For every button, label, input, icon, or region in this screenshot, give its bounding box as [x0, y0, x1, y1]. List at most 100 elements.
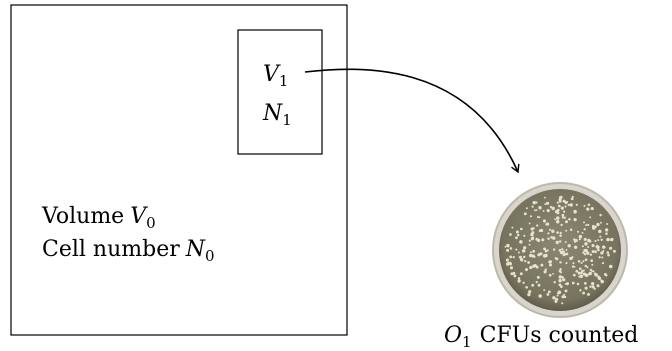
- colony: [527, 261, 530, 264]
- colony: [554, 299, 558, 303]
- colony: [562, 210, 566, 213]
- colony: [584, 264, 588, 268]
- colony: [599, 213, 602, 217]
- colony: [579, 289, 582, 292]
- colony: [600, 238, 603, 241]
- colony: [532, 201, 536, 205]
- colony: [591, 250, 595, 253]
- colony: [541, 238, 545, 242]
- colony: [540, 228, 544, 233]
- colony: [534, 209, 536, 212]
- colony: [599, 235, 602, 238]
- colony: [602, 250, 605, 252]
- colony: [538, 205, 542, 210]
- colony: [513, 274, 517, 278]
- colony: [580, 261, 583, 265]
- colony: [520, 258, 524, 262]
- colony: [515, 236, 518, 240]
- colony: [546, 208, 550, 213]
- colony: [552, 272, 554, 275]
- colony: [571, 281, 575, 285]
- colony: [586, 251, 590, 255]
- colony: [532, 264, 536, 268]
- colony: [558, 283, 562, 287]
- colony: [593, 287, 596, 290]
- colony: [552, 248, 556, 251]
- colony: [606, 237, 610, 242]
- colony: [578, 267, 582, 271]
- colony: [587, 292, 590, 296]
- colony: [574, 238, 578, 243]
- colony: [561, 248, 564, 251]
- colony: [523, 246, 527, 250]
- colony: [546, 201, 550, 205]
- sample-box: [237, 29, 323, 155]
- colony: [581, 245, 584, 248]
- colony: [515, 248, 518, 251]
- colony: [591, 282, 595, 286]
- colony: [510, 272, 514, 276]
- colony: [504, 245, 507, 248]
- colony: [548, 273, 552, 277]
- colony: [536, 224, 539, 227]
- colony: [548, 260, 551, 264]
- colony: [591, 285, 595, 289]
- colony: [544, 268, 547, 271]
- colony: [609, 246, 613, 250]
- colony: [584, 242, 588, 246]
- colony: [559, 268, 562, 271]
- colony: [542, 219, 547, 223]
- colony: [538, 294, 542, 298]
- colony: [536, 216, 540, 219]
- colony: [567, 203, 570, 207]
- colony: [573, 245, 578, 249]
- colony: [552, 296, 556, 300]
- colony: [519, 272, 523, 276]
- colony: [572, 262, 575, 265]
- colony: [540, 263, 544, 267]
- colony: [523, 234, 526, 237]
- colony: [604, 228, 609, 232]
- colony: [559, 196, 563, 200]
- colony: [559, 231, 562, 235]
- colony: [561, 302, 564, 305]
- colony: [562, 278, 566, 282]
- colony: [589, 216, 592, 219]
- colony: [561, 216, 564, 219]
- colony: [564, 282, 567, 285]
- colony: [527, 292, 531, 297]
- colony: [581, 231, 584, 234]
- colony: [547, 290, 551, 294]
- colony: [530, 251, 532, 254]
- colony: [522, 255, 526, 259]
- colony: [558, 275, 563, 279]
- colony: [592, 226, 596, 230]
- colony: [517, 277, 521, 280]
- colony: [543, 270, 547, 274]
- colony: [563, 295, 567, 299]
- colony: [591, 244, 595, 248]
- colony: [561, 295, 565, 299]
- colony: [575, 203, 578, 206]
- colony: [559, 234, 562, 238]
- colony: [506, 248, 510, 252]
- colony: [558, 248, 562, 252]
- colony: [531, 205, 534, 208]
- colony: [551, 206, 555, 211]
- colony: [556, 216, 560, 220]
- sample-volume-label: V1: [263, 62, 288, 90]
- colony: [558, 269, 562, 273]
- colony: [525, 285, 528, 289]
- colony: [509, 266, 514, 270]
- colony: [545, 222, 550, 226]
- colony: [537, 283, 541, 287]
- colony: [559, 261, 562, 264]
- colony: [571, 195, 574, 198]
- colony: [531, 283, 535, 287]
- colony: [582, 291, 586, 295]
- colony: [532, 236, 535, 239]
- colony-dots: [504, 195, 616, 305]
- colony: [536, 238, 541, 243]
- colony: [597, 239, 600, 242]
- colony: [535, 265, 539, 269]
